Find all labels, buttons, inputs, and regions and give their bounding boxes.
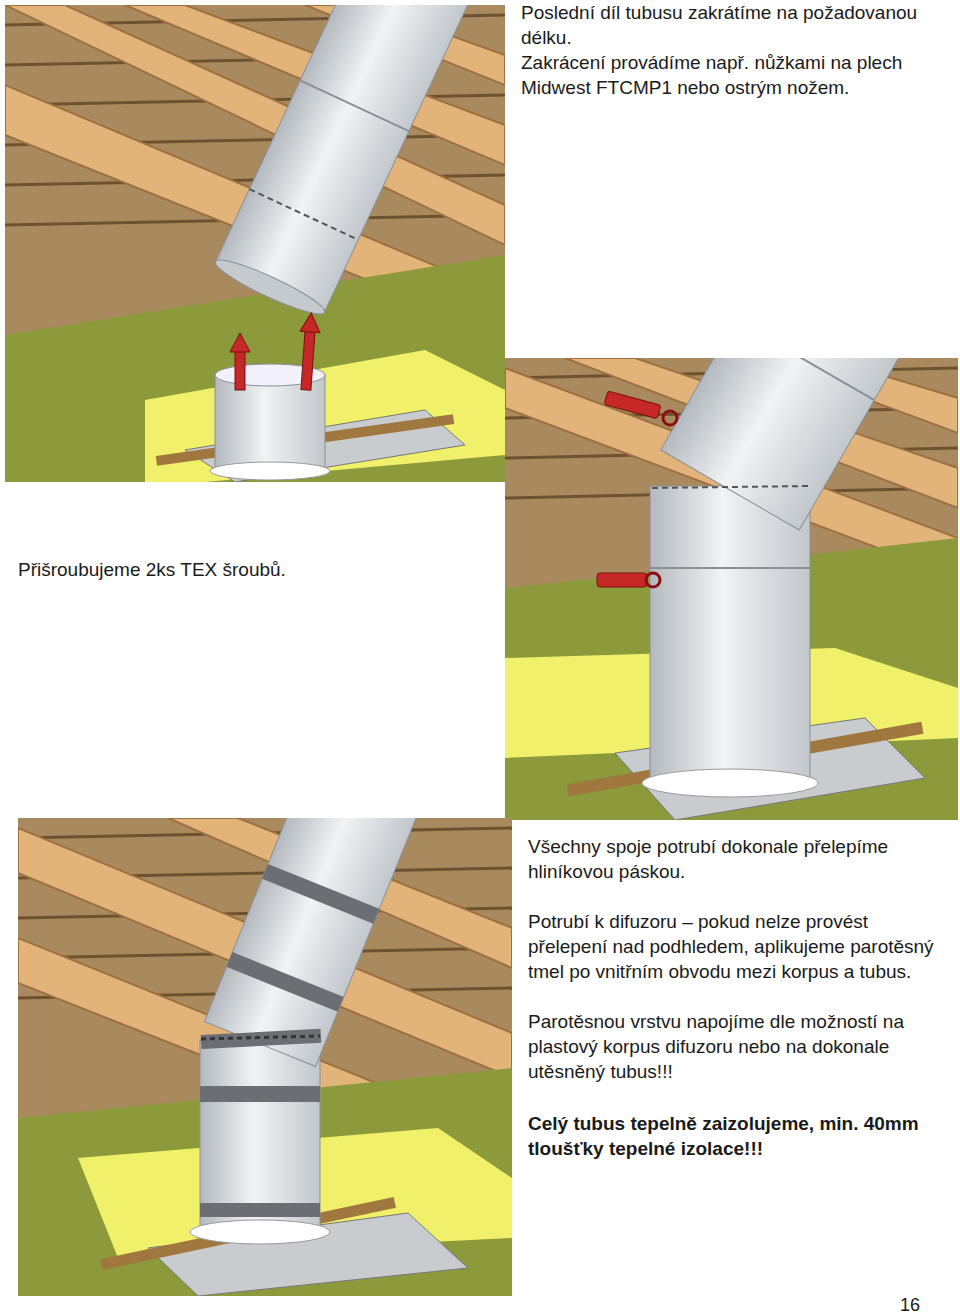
instruction-text: Zakrácení provádíme např. nůžkami na ple… bbox=[521, 50, 953, 100]
text-column: Poslední díl tubusu zakrátíme na požadov… bbox=[521, 0, 953, 100]
text-column: Všechny spoje potrubí dokonale přelepíme… bbox=[528, 834, 940, 1161]
illustration-taped-pipe bbox=[18, 818, 512, 1296]
illustration-screwing bbox=[505, 358, 958, 820]
text-column: 16 bbox=[900, 1293, 950, 1316]
instruction-text: Potrubí k difuzoru – pokud nelze provést… bbox=[528, 909, 940, 984]
text-column: Přišroubujeme 2ks TEX šroubů. bbox=[18, 557, 488, 582]
instruction-text: Přišroubujeme 2ks TEX šroubů. bbox=[18, 557, 488, 582]
page-number: 16 bbox=[900, 1293, 950, 1316]
instruction-text: Parotěsnou vrstvu napojíme dle možností … bbox=[528, 1009, 940, 1084]
illustration-cut-pipe bbox=[5, 5, 505, 482]
instruction-text: Poslední díl tubusu zakrátíme na požadov… bbox=[521, 0, 953, 50]
instruction-text: Všechny spoje potrubí dokonale přelepíme… bbox=[528, 834, 940, 884]
instruction-text: Celý tubus tepelně zaizolujeme, min. 40m… bbox=[528, 1111, 940, 1161]
